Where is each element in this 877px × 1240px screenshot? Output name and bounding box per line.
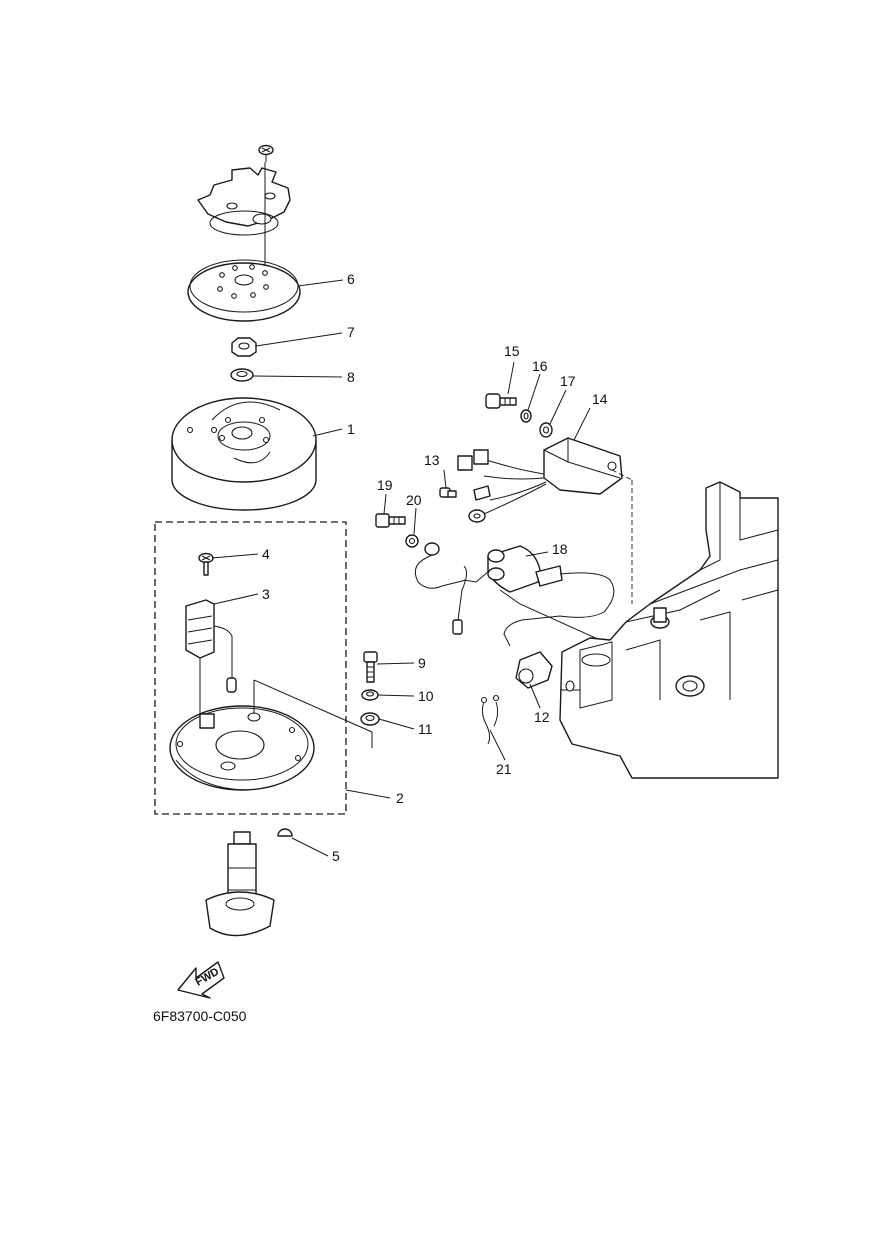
- callout-4: 4: [262, 546, 270, 562]
- starter-pulley: [197, 162, 291, 290]
- callout-12: 12: [534, 709, 550, 725]
- forward-direction-arrow: FWD: [177, 961, 225, 999]
- stator-screw: [198, 552, 214, 576]
- callout-15: 15: [504, 343, 520, 359]
- callout-19: 19: [377, 477, 393, 493]
- ground-screw: [439, 487, 457, 498]
- callout-labels: 6 7 8 1 4 3 2 5 9 10 11 12 13 14 15 16 1…: [262, 271, 608, 864]
- stator-base-plate: [169, 705, 315, 791]
- callout-13: 13: [424, 452, 440, 468]
- plain-washer: [360, 712, 380, 726]
- callout-11: 11: [418, 721, 433, 737]
- cdi-unit: [457, 437, 633, 604]
- nut: [231, 337, 257, 357]
- flywheel-plate: [187, 259, 301, 322]
- callout-2: 2: [396, 790, 404, 806]
- callout-6: 6: [347, 271, 355, 287]
- callout-1: 1: [347, 421, 355, 437]
- crankshaft-end: [205, 831, 275, 937]
- woodruff-key: [277, 828, 293, 837]
- diagram-code: 6F83700-C050: [153, 1008, 247, 1024]
- ignition-coil: [414, 542, 615, 647]
- callout-3: 3: [262, 586, 270, 602]
- bolt: [363, 651, 378, 683]
- washer: [230, 368, 254, 382]
- callout-5: 5: [332, 848, 340, 864]
- callout-21: 21: [496, 761, 512, 777]
- coil-washer: [405, 534, 419, 548]
- callout-8: 8: [347, 369, 355, 385]
- flywheel-rotor: [171, 397, 317, 511]
- callout-17: 17: [560, 373, 576, 389]
- cdi-spring-washer: [520, 409, 532, 423]
- lock-washer: [361, 689, 379, 701]
- callout-18: 18: [552, 541, 568, 557]
- callout-20: 20: [406, 492, 422, 508]
- callout-9: 9: [418, 655, 426, 671]
- engine-block: [559, 481, 779, 779]
- callout-7: 7: [347, 324, 355, 340]
- callout-14: 14: [592, 391, 608, 407]
- cdi-washer: [539, 422, 553, 438]
- wire-clip: [480, 694, 500, 745]
- stator-assembly-box: [154, 521, 347, 815]
- charge-coil: [185, 599, 237, 716]
- top-screw: [258, 144, 274, 162]
- callout-16: 16: [532, 358, 548, 374]
- spark-plug-cap: [515, 651, 553, 689]
- cdi-bolt: [485, 393, 517, 409]
- callout-10: 10: [418, 688, 434, 704]
- leader-lines: [211, 279, 591, 857]
- coil-bolt: [375, 513, 406, 528]
